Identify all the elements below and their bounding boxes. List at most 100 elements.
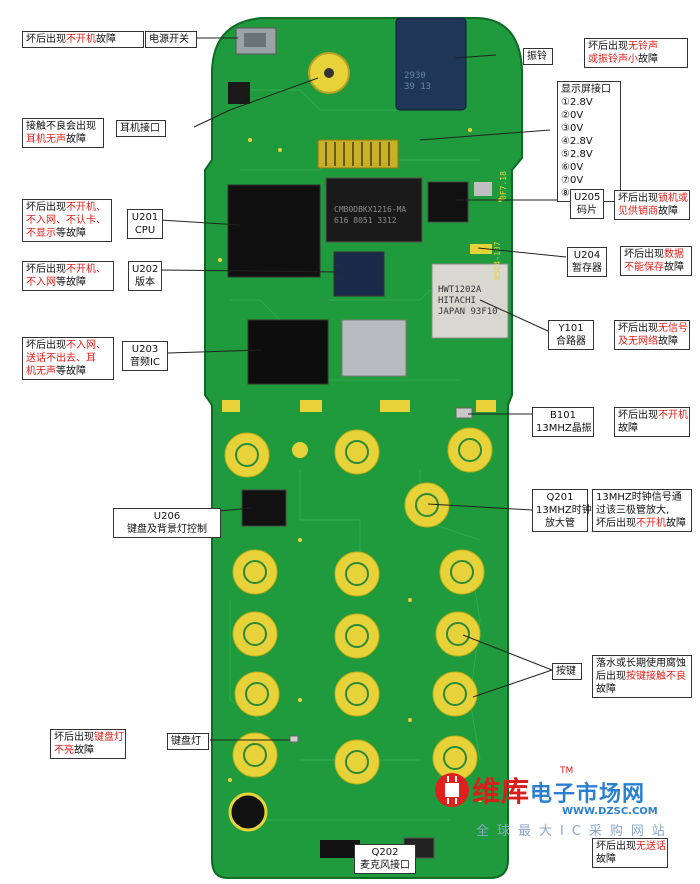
callout-text: 后出现 xyxy=(596,671,626,682)
u201-fault-label: 坏后出现不开机、不入网、不认卡、不显示等故障 xyxy=(22,199,112,242)
callout-line: Q201 xyxy=(536,491,584,504)
key-pad xyxy=(435,611,481,657)
chip-marking-line: JAPAN 93F10 xyxy=(438,307,498,317)
brand-name-a: 维库 xyxy=(472,775,531,808)
callout-line: 不入网、不认卡、 xyxy=(26,214,108,227)
callout-text: 坏后出现 xyxy=(26,202,66,213)
u204-fault-label: 坏后出现数据不能保存故障 xyxy=(620,246,692,276)
callout-line: 放大管 xyxy=(536,517,584,530)
site-watermark: 维库电子市场网 TM WWW.DZSC.COM 全球最大IC采购网站 xyxy=(432,766,700,840)
fault-highlight: 不开机、 xyxy=(66,202,106,213)
callout-text: B101 xyxy=(550,410,576,421)
callout-text: 麦克风接口 xyxy=(360,860,410,871)
callout-line: 坏后出现键盘灯 xyxy=(54,731,124,744)
chip-marking-line: 2930 xyxy=(404,71,426,81)
keypad xyxy=(224,427,493,785)
callout-line: 坏后出现数据 xyxy=(624,248,688,261)
callout-line: 版本 xyxy=(132,276,158,289)
callout-line: 键盘灯 xyxy=(171,735,205,748)
callout-line: ⑦0V xyxy=(561,174,617,187)
callout-line: 暂存器 xyxy=(571,262,603,275)
callout-line: 键盘及背景灯控制 xyxy=(117,523,217,536)
callout-line: 见供销商故障 xyxy=(618,205,686,218)
rf-shield-can xyxy=(341,319,407,377)
callout-text: 等故障 xyxy=(56,277,86,288)
callout-line: ②0V xyxy=(561,109,617,122)
callout-text: 坏后出现 xyxy=(618,193,658,204)
vibrator-chip xyxy=(395,17,467,111)
chip-marking-line: 39 13 xyxy=(404,82,431,92)
board-code: 0SC4-107 xyxy=(493,241,502,280)
callout-text: 坏后出现 xyxy=(618,410,658,421)
trademark-mark: TM xyxy=(560,766,574,776)
u205-fault-label: 坏后出现锁机或见供销商故障 xyxy=(614,190,690,220)
callout-line: 不显示等故障 xyxy=(26,227,108,240)
callout-text: 振铃 xyxy=(527,51,547,62)
callout-line: 故障 xyxy=(618,422,686,435)
fault-highlight: 无送话 xyxy=(636,841,666,852)
callout-text: U202 xyxy=(132,264,159,275)
callout-text: Y101 xyxy=(558,323,584,334)
callout-text: U201 xyxy=(131,212,159,223)
callout-line: 故障 xyxy=(596,683,688,696)
callout-text: U205 xyxy=(574,192,601,203)
key-pad xyxy=(334,613,380,659)
callout-line: 坏后出现不开机故障 xyxy=(596,517,688,530)
callout-text: Q201 xyxy=(546,492,574,503)
callout-text: 坏后出现 xyxy=(596,518,636,529)
callout-text: 等故障 xyxy=(56,366,86,377)
callout-text: 坏后出现 xyxy=(596,841,636,852)
callout-text: ⑥0V xyxy=(561,162,584,173)
u204-sram-pad xyxy=(470,244,492,254)
callout-text: 故障 xyxy=(618,423,638,434)
chip-marking-line: HITACHI xyxy=(438,296,476,306)
callout-line: 音频IC xyxy=(126,356,164,369)
brand-slogan: 全球最大IC采购网站 xyxy=(476,824,673,839)
callout-line: U206 xyxy=(117,510,217,523)
brand-name: 维库电子市场网 xyxy=(472,770,645,810)
leader-lines xyxy=(117,37,570,849)
callout-text: ⑦0V xyxy=(561,175,584,186)
callout-line: 坏后出现无信号 xyxy=(618,322,688,335)
y101-combiner xyxy=(431,263,509,339)
fault-highlight: 键盘灯 xyxy=(94,732,124,743)
u201-cpu-chip xyxy=(227,184,321,278)
power-switch-slider xyxy=(244,33,266,47)
callout-line: 过该三极管放大, xyxy=(596,504,688,517)
callout-line: 显示屏接口 xyxy=(561,83,617,96)
b101-crystal xyxy=(455,407,473,419)
key-pad xyxy=(404,482,450,528)
fault-highlight: 不入网 xyxy=(26,277,56,288)
fault-highlight: 无信号 xyxy=(658,323,688,334)
callout-text: 故障 xyxy=(658,206,678,217)
callout-line: ①2.8V xyxy=(561,96,617,109)
callout-text: 电源开关 xyxy=(149,34,189,45)
callout-text: 显示屏接口 xyxy=(561,84,611,95)
callout-line: 耳机无声故障 xyxy=(26,133,100,146)
callout-text: 落水或长期使用腐蚀 xyxy=(596,658,686,669)
callout-line: U203 xyxy=(126,343,164,356)
key-pad xyxy=(334,739,380,785)
keys-fault-label: 落水或长期使用腐蚀后出现按键接触不良故障 xyxy=(592,655,692,698)
callout-text: 音频IC xyxy=(130,357,160,368)
callout-text: 坏后出现 xyxy=(588,41,628,52)
fault-highlight: 数据 xyxy=(664,249,684,260)
callout-line: U204 xyxy=(571,249,603,262)
callout-line: 按键 xyxy=(556,665,578,678)
callout-text: 坏后出现 xyxy=(26,34,66,45)
callout-line: U202 xyxy=(132,263,158,276)
keylight-fault-label: 坏后出现键盘灯不亮故障 xyxy=(50,729,126,759)
key-pad xyxy=(232,611,278,657)
key-pad xyxy=(234,671,280,717)
callout-line: 后出现按键接触不良 xyxy=(596,670,688,683)
callout-text: 键盘及背景灯控制 xyxy=(127,524,207,535)
callout-text: 故障 xyxy=(658,336,678,347)
vibrator-fault-label: 坏后出现无铃声或振铃声小故障 xyxy=(584,38,688,68)
callout-text: 故障 xyxy=(596,854,616,865)
callout-line: 坏后出现无送话 xyxy=(596,840,666,853)
chip-marking-line: HWT1202A xyxy=(438,285,482,295)
